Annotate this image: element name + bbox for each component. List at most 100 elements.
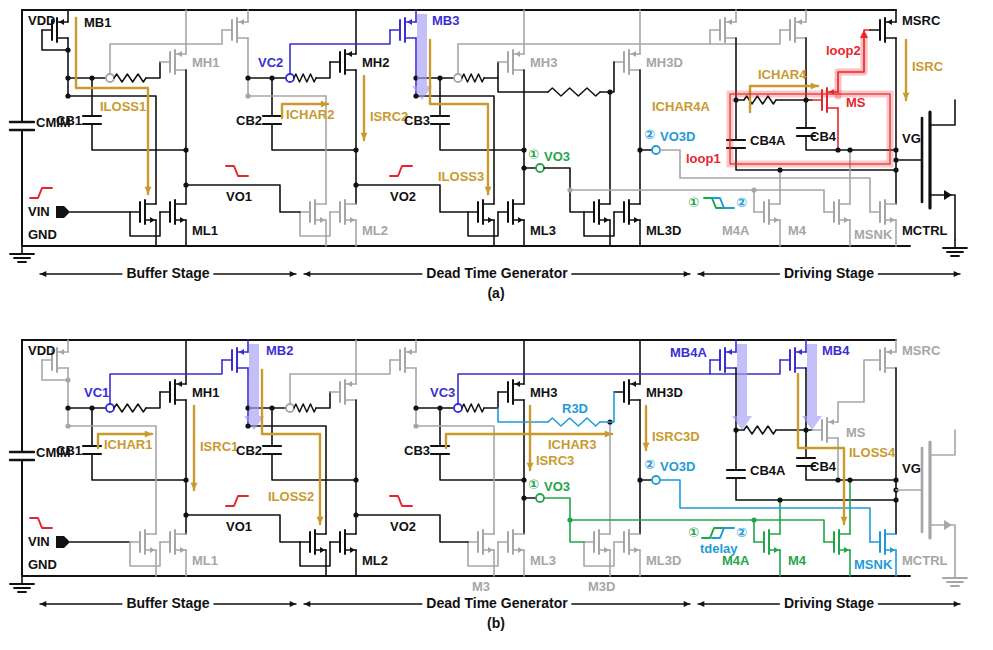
wire bbox=[600, 62, 614, 92]
nmos-symbol bbox=[584, 541, 594, 543]
pmos-symbol bbox=[160, 391, 170, 393]
signal-label: MB4 bbox=[822, 344, 849, 358]
current-highlight bbox=[732, 416, 752, 430]
junction-dot bbox=[803, 97, 808, 102]
current-arrow bbox=[905, 40, 907, 100]
arrow-head bbox=[485, 187, 492, 194]
pmos-symbol bbox=[885, 37, 896, 39]
wire bbox=[247, 38, 249, 96]
wire bbox=[736, 429, 744, 431]
wire bbox=[736, 478, 896, 500]
signal-label: VO2 bbox=[390, 190, 416, 204]
nmos-symbol bbox=[518, 547, 523, 553]
signal-label: MH1 bbox=[192, 56, 219, 70]
current-label: ISRC3 bbox=[536, 454, 574, 468]
nmos-symbol bbox=[180, 547, 185, 553]
signal-label: M4 bbox=[788, 224, 806, 238]
signal-label: CB1 bbox=[56, 114, 82, 128]
signal-label: ML2 bbox=[362, 224, 388, 238]
wire bbox=[639, 220, 641, 246]
signal-label: ① bbox=[528, 478, 539, 492]
node-circle bbox=[106, 74, 114, 82]
wire bbox=[146, 62, 160, 78]
arrow-head bbox=[527, 463, 534, 470]
junction-dot bbox=[245, 423, 250, 428]
signal-label: VO1 bbox=[226, 520, 252, 534]
pmos-symbol bbox=[345, 69, 356, 71]
ground-symbol bbox=[18, 261, 26, 263]
resistor-symbol bbox=[744, 426, 776, 434]
nmos-symbol bbox=[634, 217, 639, 223]
capacitor-symbol bbox=[263, 115, 281, 117]
capacitor-symbol bbox=[727, 469, 745, 471]
wire bbox=[896, 489, 922, 491]
wire bbox=[779, 500, 781, 534]
node-circle bbox=[454, 74, 462, 82]
nmos-symbol bbox=[330, 541, 340, 543]
resistor-symbol bbox=[548, 418, 600, 426]
nmos-symbol bbox=[513, 533, 524, 535]
loop-label: loop2 bbox=[826, 44, 861, 58]
wire bbox=[155, 550, 157, 576]
waveform-edge bbox=[390, 496, 412, 506]
wire bbox=[523, 340, 525, 384]
signal-label: MH3D bbox=[646, 56, 683, 70]
signal-label: ML3D bbox=[646, 224, 681, 238]
nmos-symbol bbox=[928, 442, 931, 538]
wire bbox=[754, 520, 824, 542]
pmos-symbol bbox=[725, 37, 736, 39]
stage-label: Driving Stage bbox=[780, 266, 878, 281]
nmos-symbol bbox=[584, 211, 594, 213]
pmos-symbol bbox=[405, 367, 416, 369]
stage-label: Dead Time Generator bbox=[422, 266, 571, 281]
wire bbox=[416, 407, 454, 409]
wire bbox=[523, 220, 525, 246]
wire bbox=[415, 340, 417, 352]
signal-label: M4A bbox=[722, 224, 749, 238]
nmos-symbol bbox=[345, 533, 356, 535]
nmos-symbol bbox=[824, 211, 834, 213]
current-arrow bbox=[193, 406, 195, 490]
wire bbox=[523, 10, 525, 54]
wire bbox=[186, 515, 300, 542]
wire bbox=[67, 10, 69, 22]
pmos-symbol bbox=[887, 19, 892, 25]
signal-label: MSNK bbox=[854, 558, 892, 572]
wire bbox=[42, 360, 68, 380]
pmos-symbol bbox=[829, 419, 834, 425]
pmos-symbol bbox=[160, 61, 170, 63]
wire bbox=[468, 212, 498, 236]
wire bbox=[584, 542, 614, 566]
wire bbox=[67, 340, 69, 352]
node-circle bbox=[536, 494, 544, 502]
wire bbox=[416, 426, 494, 534]
junction-dot bbox=[777, 167, 782, 172]
ground-symbol bbox=[21, 576, 23, 584]
junction-dot bbox=[245, 93, 250, 98]
nmos-symbol bbox=[885, 533, 896, 535]
wire bbox=[67, 368, 69, 426]
nmos-symbol bbox=[604, 217, 609, 223]
nmos-symbol bbox=[145, 533, 156, 535]
wire bbox=[849, 480, 851, 534]
pmos-symbol bbox=[887, 349, 892, 355]
nmos-symbol bbox=[350, 217, 355, 223]
signal-label: ① bbox=[528, 148, 539, 162]
nmos-symbol bbox=[774, 217, 779, 223]
wire bbox=[21, 340, 23, 452]
current-label: ILOSS4 bbox=[849, 446, 895, 460]
wire bbox=[895, 220, 897, 246]
junction-dot bbox=[65, 93, 70, 98]
ground-symbol bbox=[10, 253, 34, 255]
junction-dot bbox=[567, 517, 572, 522]
junction-dot bbox=[847, 477, 852, 482]
current-label: ICHAR3 bbox=[548, 438, 596, 452]
wire bbox=[609, 422, 611, 534]
nmos-symbol bbox=[488, 217, 493, 223]
pmos-symbol bbox=[885, 367, 896, 369]
junction-dot bbox=[413, 93, 418, 98]
signal-label: M3 bbox=[472, 580, 490, 594]
waveform-edge bbox=[226, 166, 248, 176]
ground-symbol bbox=[954, 240, 956, 248]
wire bbox=[849, 550, 851, 576]
